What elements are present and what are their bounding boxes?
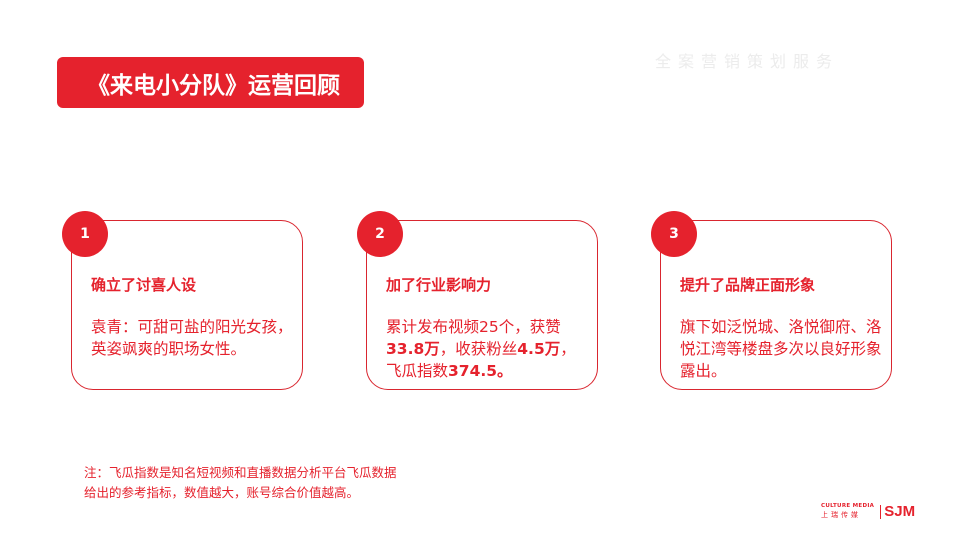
fans-value: 4.5万 (517, 340, 561, 358)
number-badge: 2 (357, 211, 403, 257)
body-text: ，收获粉丝 (439, 340, 518, 358)
title-banner: 《来电小分队》运营回顾 (57, 57, 364, 108)
card-3: 3 提升了品牌正面形象 旗下如泛悦城、洛悦御府、洛悦江湾等楼盘多次以良好形象露出… (651, 211, 892, 390)
card-heading: 确立了讨喜人设 (91, 276, 197, 294)
body-text: ，飞瓜指数 (386, 340, 576, 380)
index-value: 374.5 (448, 362, 498, 380)
logo-divider (880, 504, 882, 519)
logo-mark: SJM (884, 503, 916, 520)
logo-english: CULTURE MEDIA (821, 503, 875, 509)
card-1: 1 确立了讨喜人设 袁青：可甜可盐的阳光女孩，英姿飒爽的职场女性。 (62, 211, 303, 390)
company-logo: CULTURE MEDIA 上瑞传媒 SJM (821, 503, 915, 520)
card-body: 旗下如泛悦城、洛悦御府、洛悦江湾等楼盘多次以良好形象露出。 (680, 318, 882, 380)
number-badge: 3 (651, 211, 697, 257)
likes-value: 33.8万 (386, 340, 440, 358)
footnote: 注：飞瓜指数是知名短视频和直播数据分析平台飞瓜数据 给出的参考指标，数值越大，账… (84, 463, 397, 503)
page-title: 《来电小分队》运营回顾 (87, 72, 340, 99)
logo-chinese: 上瑞传媒 (821, 511, 861, 519)
card-2: 2 加了行业影响力 累计发布视频25个，获赞 33.8万，收获粉丝4.5万，飞瓜指… (357, 211, 598, 390)
footnote-line: 注：飞瓜指数是知名短视频和直播数据分析平台飞瓜数据 (84, 465, 397, 480)
footnote-line: 给出的参考指标，数值越大，账号综合价值越高。 (84, 485, 360, 500)
card-heading: 提升了品牌正面形象 (680, 276, 816, 294)
watermark-text: 全案营销策划服务 (655, 52, 840, 71)
card-body: 累计发布视频25个，获赞 33.8万，收获粉丝4.5万，飞瓜指数374.5。 (386, 316, 591, 382)
card-body: 袁青：可甜可盐的阳光女孩，英姿飒爽的职场女性。 (91, 318, 293, 358)
number-badge: 1 (62, 211, 108, 257)
body-text: 累计发布视频25个，获赞 (386, 318, 561, 336)
body-text: 。 (497, 362, 513, 380)
card-heading: 加了行业影响力 (386, 276, 492, 294)
